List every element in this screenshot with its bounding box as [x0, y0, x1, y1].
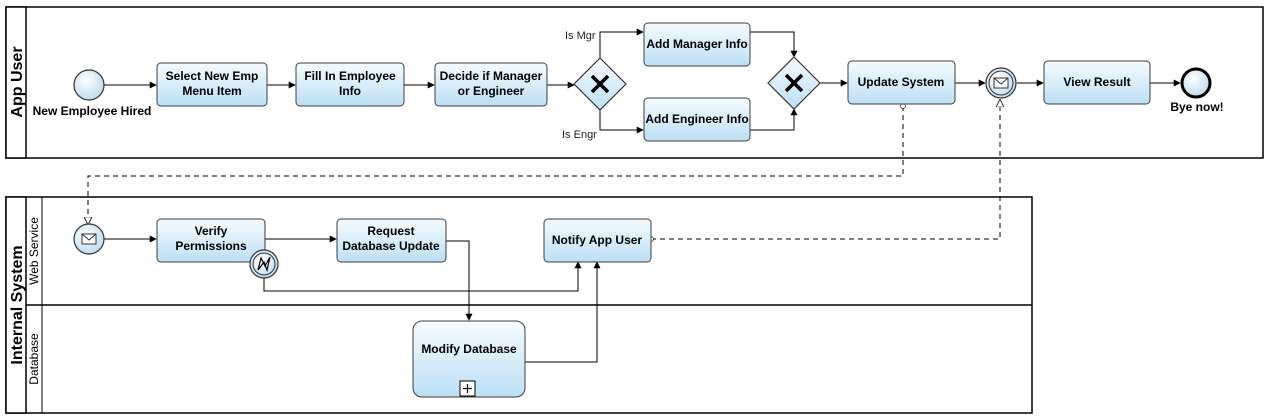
error-boundary-event[interactable] — [249, 249, 279, 279]
message-flows — [88, 100, 1000, 239]
gateway-label-is-engr: Is Engr — [562, 129, 597, 141]
task-add-engineer-info[interactable]: Add Engineer Info — [643, 97, 751, 142]
sequence-flows-internal — [104, 235, 601, 363]
end-event-label: Bye now! — [1170, 100, 1223, 114]
end-event[interactable] — [1180, 67, 1212, 99]
svg-text:View Result: View Result — [1063, 75, 1130, 89]
gateway-label-is-mgr: Is Mgr — [565, 30, 596, 42]
subprocess-modify-database[interactable]: Modify Database — [412, 320, 526, 398]
start-event-label: New Employee Hired — [33, 104, 152, 118]
svg-text:Modify Database: Modify Database — [421, 342, 517, 356]
message-intermediate-event[interactable] — [985, 67, 1017, 99]
exclusive-gateway-split[interactable] — [573, 57, 627, 111]
svg-text:Add Engineer Info: Add Engineer Info — [645, 112, 748, 126]
svg-text:Update System: Update System — [858, 75, 945, 89]
pool-title-app-user: App User — [9, 46, 26, 117]
x-icon — [590, 74, 610, 94]
envelope-icon — [993, 77, 1009, 89]
task-notify-app-user[interactable]: Notify App User — [543, 218, 652, 263]
message-start-event[interactable] — [73, 223, 105, 255]
start-event[interactable] — [73, 69, 105, 101]
x-icon — [784, 73, 804, 93]
expand-icon[interactable] — [459, 380, 476, 397]
task-view-result[interactable]: View Result — [1043, 60, 1151, 105]
lane-title-database: Database — [27, 333, 41, 385]
task-add-manager-info[interactable]: Add Manager Info — [643, 22, 751, 67]
svg-text:Add Manager Info: Add Manager Info — [646, 37, 747, 51]
lightning-icon — [257, 256, 271, 273]
svg-text:Notify App User: Notify App User — [552, 233, 643, 247]
exclusive-gateway-merge[interactable] — [767, 56, 821, 110]
pool-title-internal-system: Internal System — [9, 245, 26, 364]
task-update-system[interactable]: Update System — [847, 60, 956, 105]
lane-title-web-service: Web Service — [27, 217, 41, 285]
envelope-icon — [81, 233, 97, 245]
